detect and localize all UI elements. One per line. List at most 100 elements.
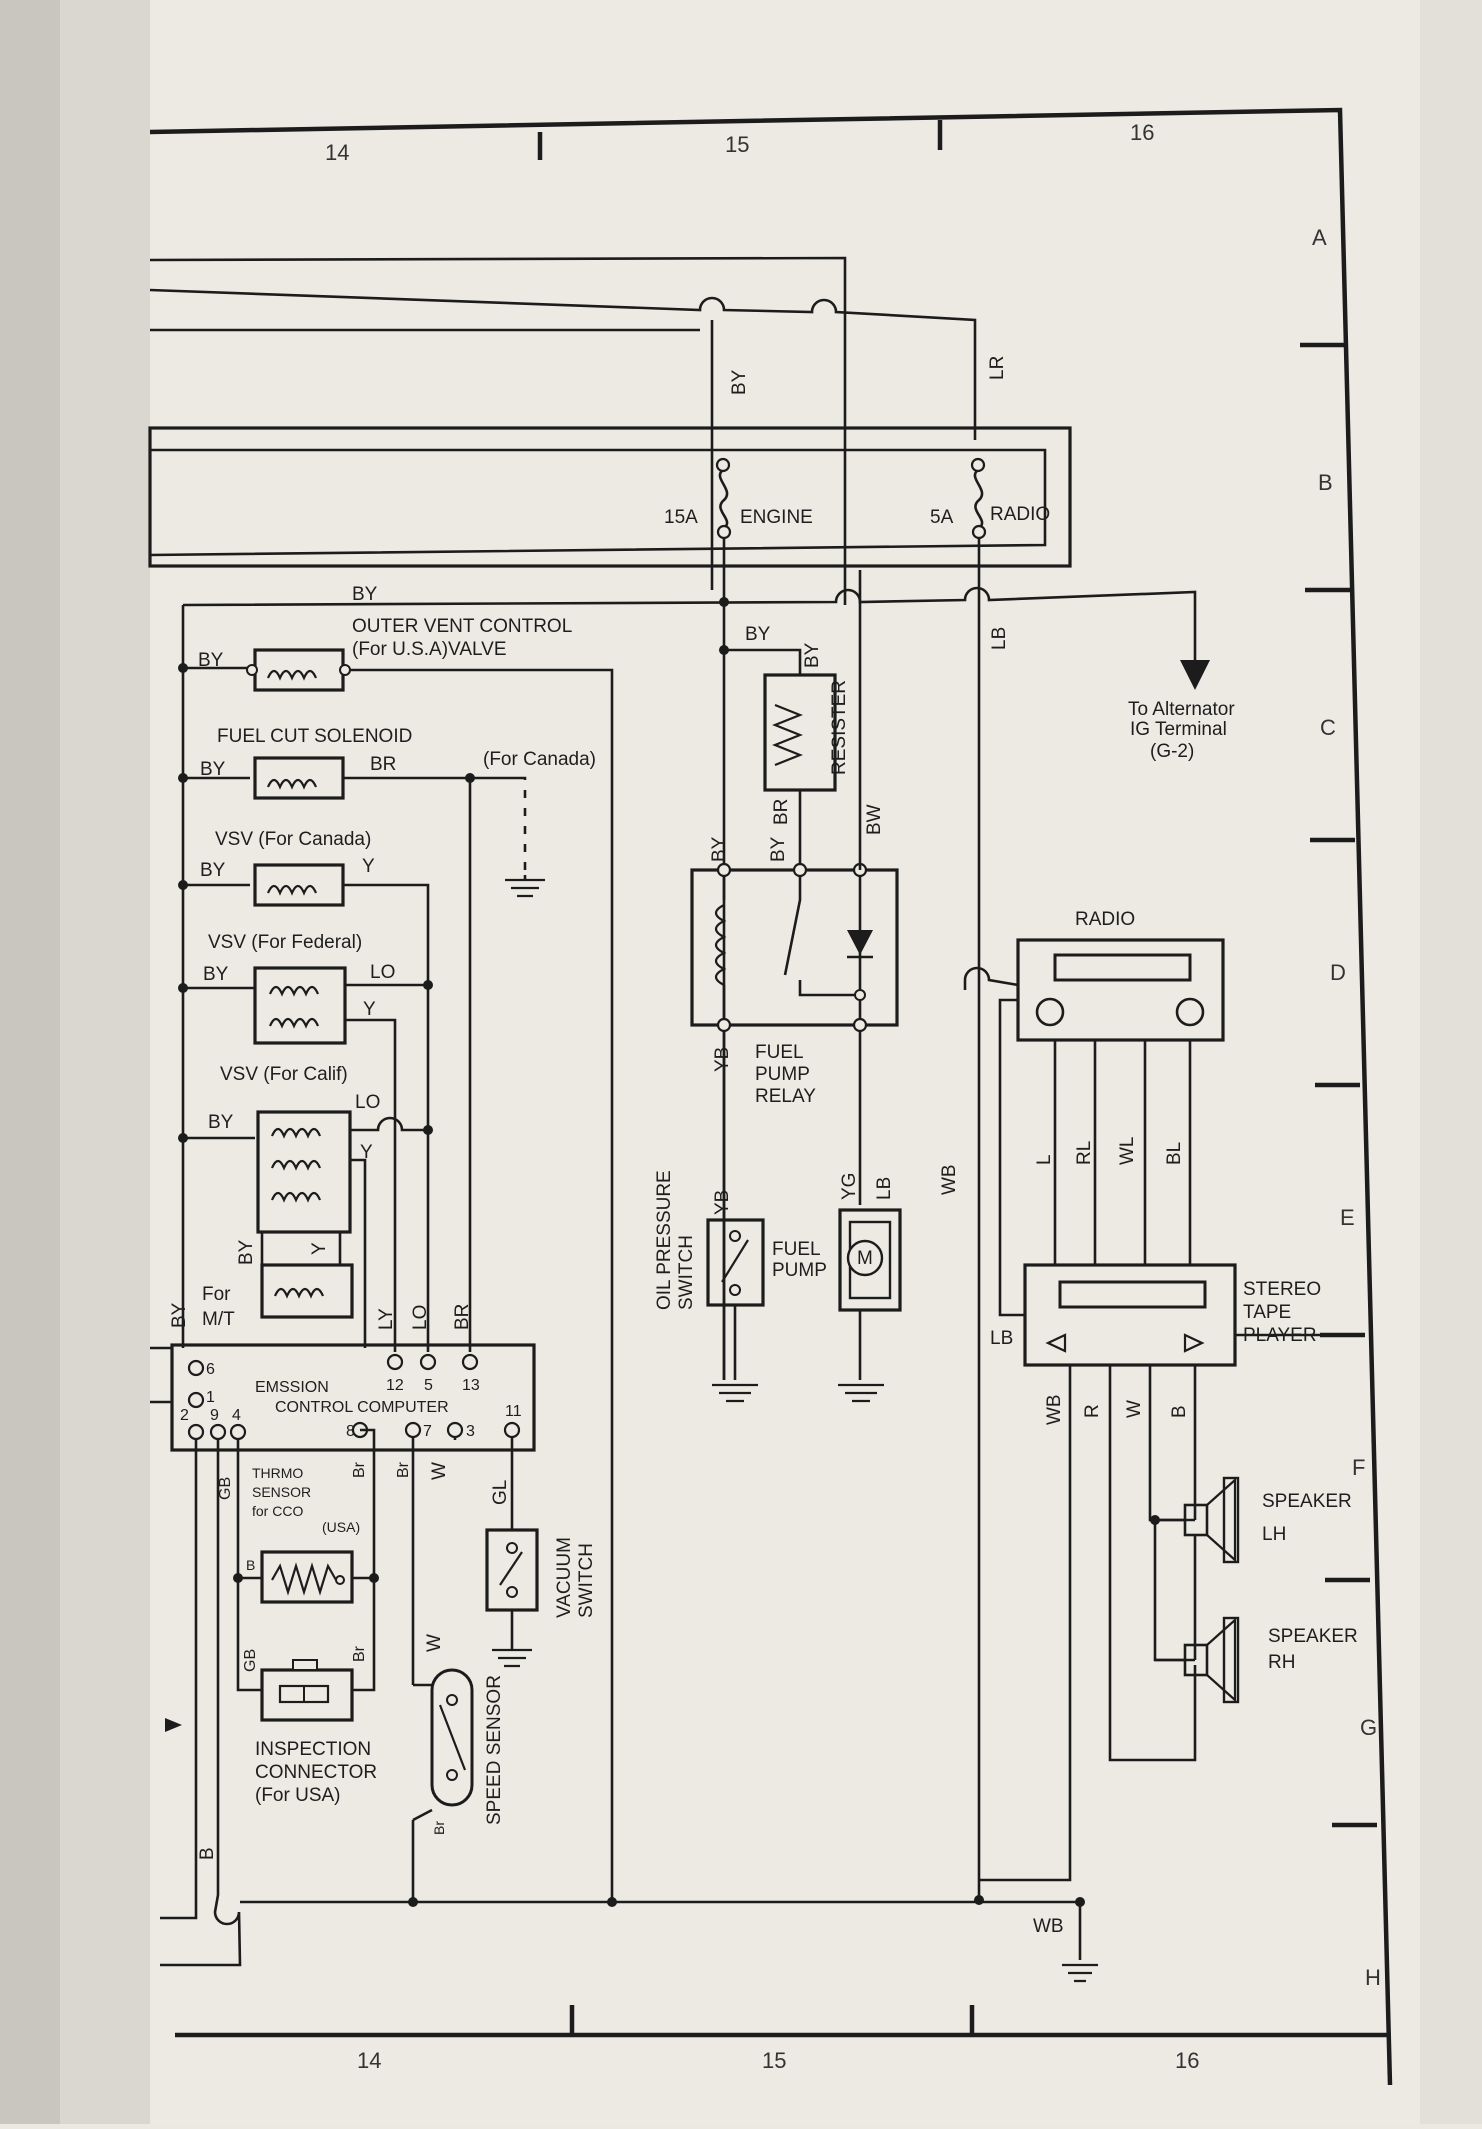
inspection-line3: (For USA) bbox=[255, 1785, 341, 1806]
col-label-15-top: 15 bbox=[725, 132, 749, 157]
oil-pressure-switch bbox=[706, 1218, 765, 1403]
ecu-line1: EMSSION bbox=[255, 1379, 329, 1396]
radio-unit bbox=[963, 938, 1225, 1317]
speed-sensor bbox=[412, 1668, 474, 1822]
wire-gl: GL bbox=[490, 1480, 511, 1505]
fuel-pump-line1: FUEL bbox=[772, 1239, 821, 1260]
wire-by-vsvcal: BY bbox=[208, 1112, 234, 1133]
wire-by-ecu: BY bbox=[169, 1302, 190, 1328]
for-mt-line1: For bbox=[202, 1284, 231, 1305]
wire-br-small-3: Br bbox=[351, 1645, 368, 1662]
row-label-f: F bbox=[1352, 1455, 1365, 1480]
wire-lr-top: LR bbox=[987, 356, 1008, 380]
col-label-16-top: 16 bbox=[1130, 120, 1154, 145]
row-label-g: G bbox=[1360, 1715, 1377, 1740]
fuse-radio bbox=[970, 457, 987, 540]
resister bbox=[719, 645, 837, 870]
wire-wb-ground: WB bbox=[1033, 1916, 1064, 1937]
top-feed-wires bbox=[148, 256, 1072, 605]
ecu-pin-9: 9 bbox=[210, 1407, 219, 1424]
wire-br-small-2: Br bbox=[395, 1461, 412, 1478]
vsv-federal-label: VSV (For Federal) bbox=[208, 932, 362, 953]
thermo-usa: (USA) bbox=[322, 1519, 360, 1535]
wire-wb-radio: WB bbox=[939, 1164, 960, 1195]
inspection-line1: INSPECTION bbox=[255, 1739, 371, 1760]
row-label-b: B bbox=[1318, 470, 1333, 495]
thermo-line3: for CCO bbox=[252, 1503, 303, 1519]
speaker-lh-line2: LH bbox=[1262, 1524, 1286, 1545]
vsv-calif bbox=[178, 1110, 433, 1348]
fuse-engine-name: ENGINE bbox=[740, 507, 813, 528]
resister-label: RESISTER bbox=[829, 680, 850, 775]
wire-gb-1: GB bbox=[217, 1477, 234, 1500]
wire-r: R bbox=[1082, 1404, 1103, 1418]
col-label-14-top: 14 bbox=[325, 140, 349, 165]
ecu-pin-13: 13 bbox=[462, 1377, 480, 1394]
wire-br-small-4: Br bbox=[431, 1821, 447, 1835]
stereo-line2: TAPE bbox=[1243, 1302, 1291, 1323]
inspection-line2: CONNECTOR bbox=[255, 1762, 377, 1783]
fuse-radio-name: RADIO bbox=[990, 504, 1050, 525]
speaker-lh bbox=[1155, 1476, 1240, 1660]
outer-vent-valve bbox=[178, 648, 614, 1902]
for-mt-solenoid bbox=[260, 1232, 354, 1319]
for-mt-line2: M/T bbox=[202, 1309, 235, 1330]
wire-by-bus: BY bbox=[352, 584, 378, 605]
alternator-line2: IG Terminal bbox=[1130, 719, 1227, 740]
ecu-pin-7: 7 bbox=[423, 1423, 432, 1440]
wire-y-vsvcan: Y bbox=[362, 856, 375, 877]
wire-bw-relay: BW bbox=[864, 804, 885, 835]
vsv-federal bbox=[178, 966, 433, 1352]
fuel-pump-motor bbox=[838, 1208, 902, 1403]
ecu-line2: CONTROL COMPUTER bbox=[275, 1399, 449, 1416]
speaker-lh-line1: SPEAKER bbox=[1262, 1491, 1352, 1512]
wire-b-thermo: B bbox=[246, 1557, 255, 1573]
ecu-pin-8: 8 bbox=[346, 1423, 355, 1440]
wire-bl: BL bbox=[1164, 1142, 1185, 1165]
thermo-sensor bbox=[260, 1550, 354, 1604]
speaker-rh bbox=[1155, 1616, 1240, 1704]
wire-wl: WL bbox=[1117, 1137, 1138, 1166]
wire-ly-ecu: LY bbox=[376, 1308, 397, 1330]
fuel-pump-line2: PUMP bbox=[772, 1260, 827, 1281]
wire-rl: RL bbox=[1074, 1141, 1095, 1165]
stereo-tape-player bbox=[979, 1263, 1338, 1882]
wire-y-vsvfed: Y bbox=[363, 999, 376, 1020]
fuel-cut-solenoid bbox=[178, 756, 545, 1352]
row-label-a: A bbox=[1312, 225, 1327, 250]
wire-wb-stereo: WB bbox=[1044, 1394, 1065, 1425]
wire-br-relay: BR bbox=[771, 799, 792, 825]
wire-b-left: B bbox=[197, 1847, 218, 1860]
row-label-d: D bbox=[1330, 960, 1346, 985]
ecu-pin-12: 12 bbox=[386, 1377, 404, 1394]
thermo-line2: SENSOR bbox=[252, 1484, 311, 1500]
ecu-pin-11: 11 bbox=[505, 1403, 522, 1420]
stereo-line1: STEREO bbox=[1243, 1279, 1321, 1300]
row-label-h: H bbox=[1365, 1965, 1381, 1990]
wire-by-res-top: BY bbox=[802, 642, 823, 668]
vsv-canada bbox=[178, 863, 430, 1352]
vacuum-line2: SWITCH bbox=[576, 1543, 597, 1618]
wire-lo-vsvcal: LO bbox=[355, 1092, 380, 1113]
fuse-engine-rating: 15A bbox=[664, 507, 698, 528]
inspection-connector bbox=[260, 1659, 354, 1722]
alternator-line1: To Alternator bbox=[1128, 699, 1235, 720]
wire-by-vsvfed: BY bbox=[203, 964, 229, 985]
fuse-engine bbox=[715, 457, 732, 540]
wire-by-vent: BY bbox=[198, 650, 224, 671]
left-margin-fragments bbox=[150, 1346, 198, 1920]
col-label-14-bottom: 14 bbox=[357, 2048, 381, 2073]
col-label-15-bottom: 15 bbox=[762, 2048, 786, 2073]
fuel-pump-relay bbox=[690, 570, 899, 1380]
wire-by-vsvcan: BY bbox=[200, 860, 226, 881]
wire-by-mt: BY bbox=[236, 1239, 257, 1265]
outer-vent-line1: OUTER VENT CONTROL bbox=[352, 616, 572, 637]
wire-yb-oil: YB bbox=[712, 1190, 733, 1215]
relay-line3: RELAY bbox=[755, 1086, 816, 1107]
wire-lb-pump: LB bbox=[874, 1177, 895, 1200]
fuel-cut-label: FUEL CUT SOLENOID bbox=[217, 726, 412, 747]
thermo-line1: THRMO bbox=[252, 1465, 303, 1481]
stereo-line3: PLAYER bbox=[1243, 1325, 1317, 1346]
wire-by-resister: BY bbox=[745, 624, 771, 645]
ecu-pin-4: 4 bbox=[232, 1407, 241, 1424]
